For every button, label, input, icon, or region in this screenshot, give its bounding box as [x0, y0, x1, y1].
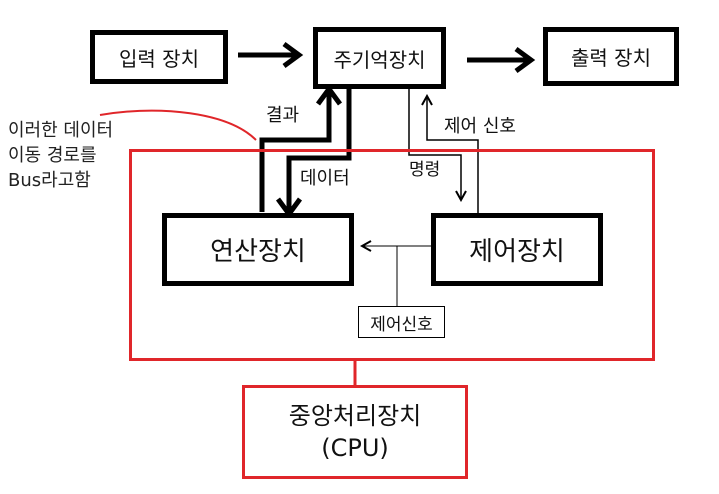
control-signal-box: 제어신호 — [358, 306, 445, 338]
bus-annotation-line1: 이러한 데이터 — [8, 120, 114, 141]
cpu-label-box: 중앙처리장치 (CPU) — [242, 385, 468, 479]
arrow-control-signal-to-memory — [427, 96, 479, 213]
arrow-control-signal-to-alu — [362, 246, 431, 306]
arrow-result-alu-to-memory — [259, 84, 343, 212]
control-signal-box-label: 제어신호 — [370, 314, 433, 335]
data-label: 데이터 — [300, 168, 350, 189]
bus-annotation: 이러한 데이터 이동 경로를 Bus라고함 — [8, 118, 113, 193]
result-label: 결과 — [266, 105, 300, 126]
output-device-label: 출력 장치 — [571, 46, 651, 70]
cpu-frame — [129, 149, 655, 361]
alu-box: 연산장치 — [162, 213, 354, 286]
bus-annotation-curve — [99, 109, 257, 141]
main-memory-label: 주기억장치 — [333, 47, 426, 72]
arrow-memory-to-output — [467, 46, 536, 74]
control-unit-label: 제어장치 — [469, 237, 565, 267]
main-memory-box: 주기억장치 — [313, 27, 446, 89]
alu-label: 연산장치 — [210, 237, 306, 267]
command-label: 명령 — [409, 160, 441, 180]
output-device-box: 출력 장치 — [543, 27, 679, 86]
cpu-label-line2: (CPU) — [321, 434, 389, 462]
bus-annotation-line3: Bus라고함 — [8, 170, 91, 191]
control-unit-box: 제어장치 — [431, 213, 603, 286]
control-signal-top-label: 제어 신호 — [444, 116, 516, 137]
arrow-command-memory-to-control — [408, 88, 461, 200]
bus-annotation-line2: 이동 경로를 — [8, 145, 97, 166]
input-device-label: 입력 장치 — [119, 46, 199, 71]
input-device-box: 입력 장치 — [90, 30, 228, 84]
cpu-label-line1: 중앙처리장치 — [288, 401, 422, 430]
arrow-input-to-memory — [238, 41, 304, 69]
